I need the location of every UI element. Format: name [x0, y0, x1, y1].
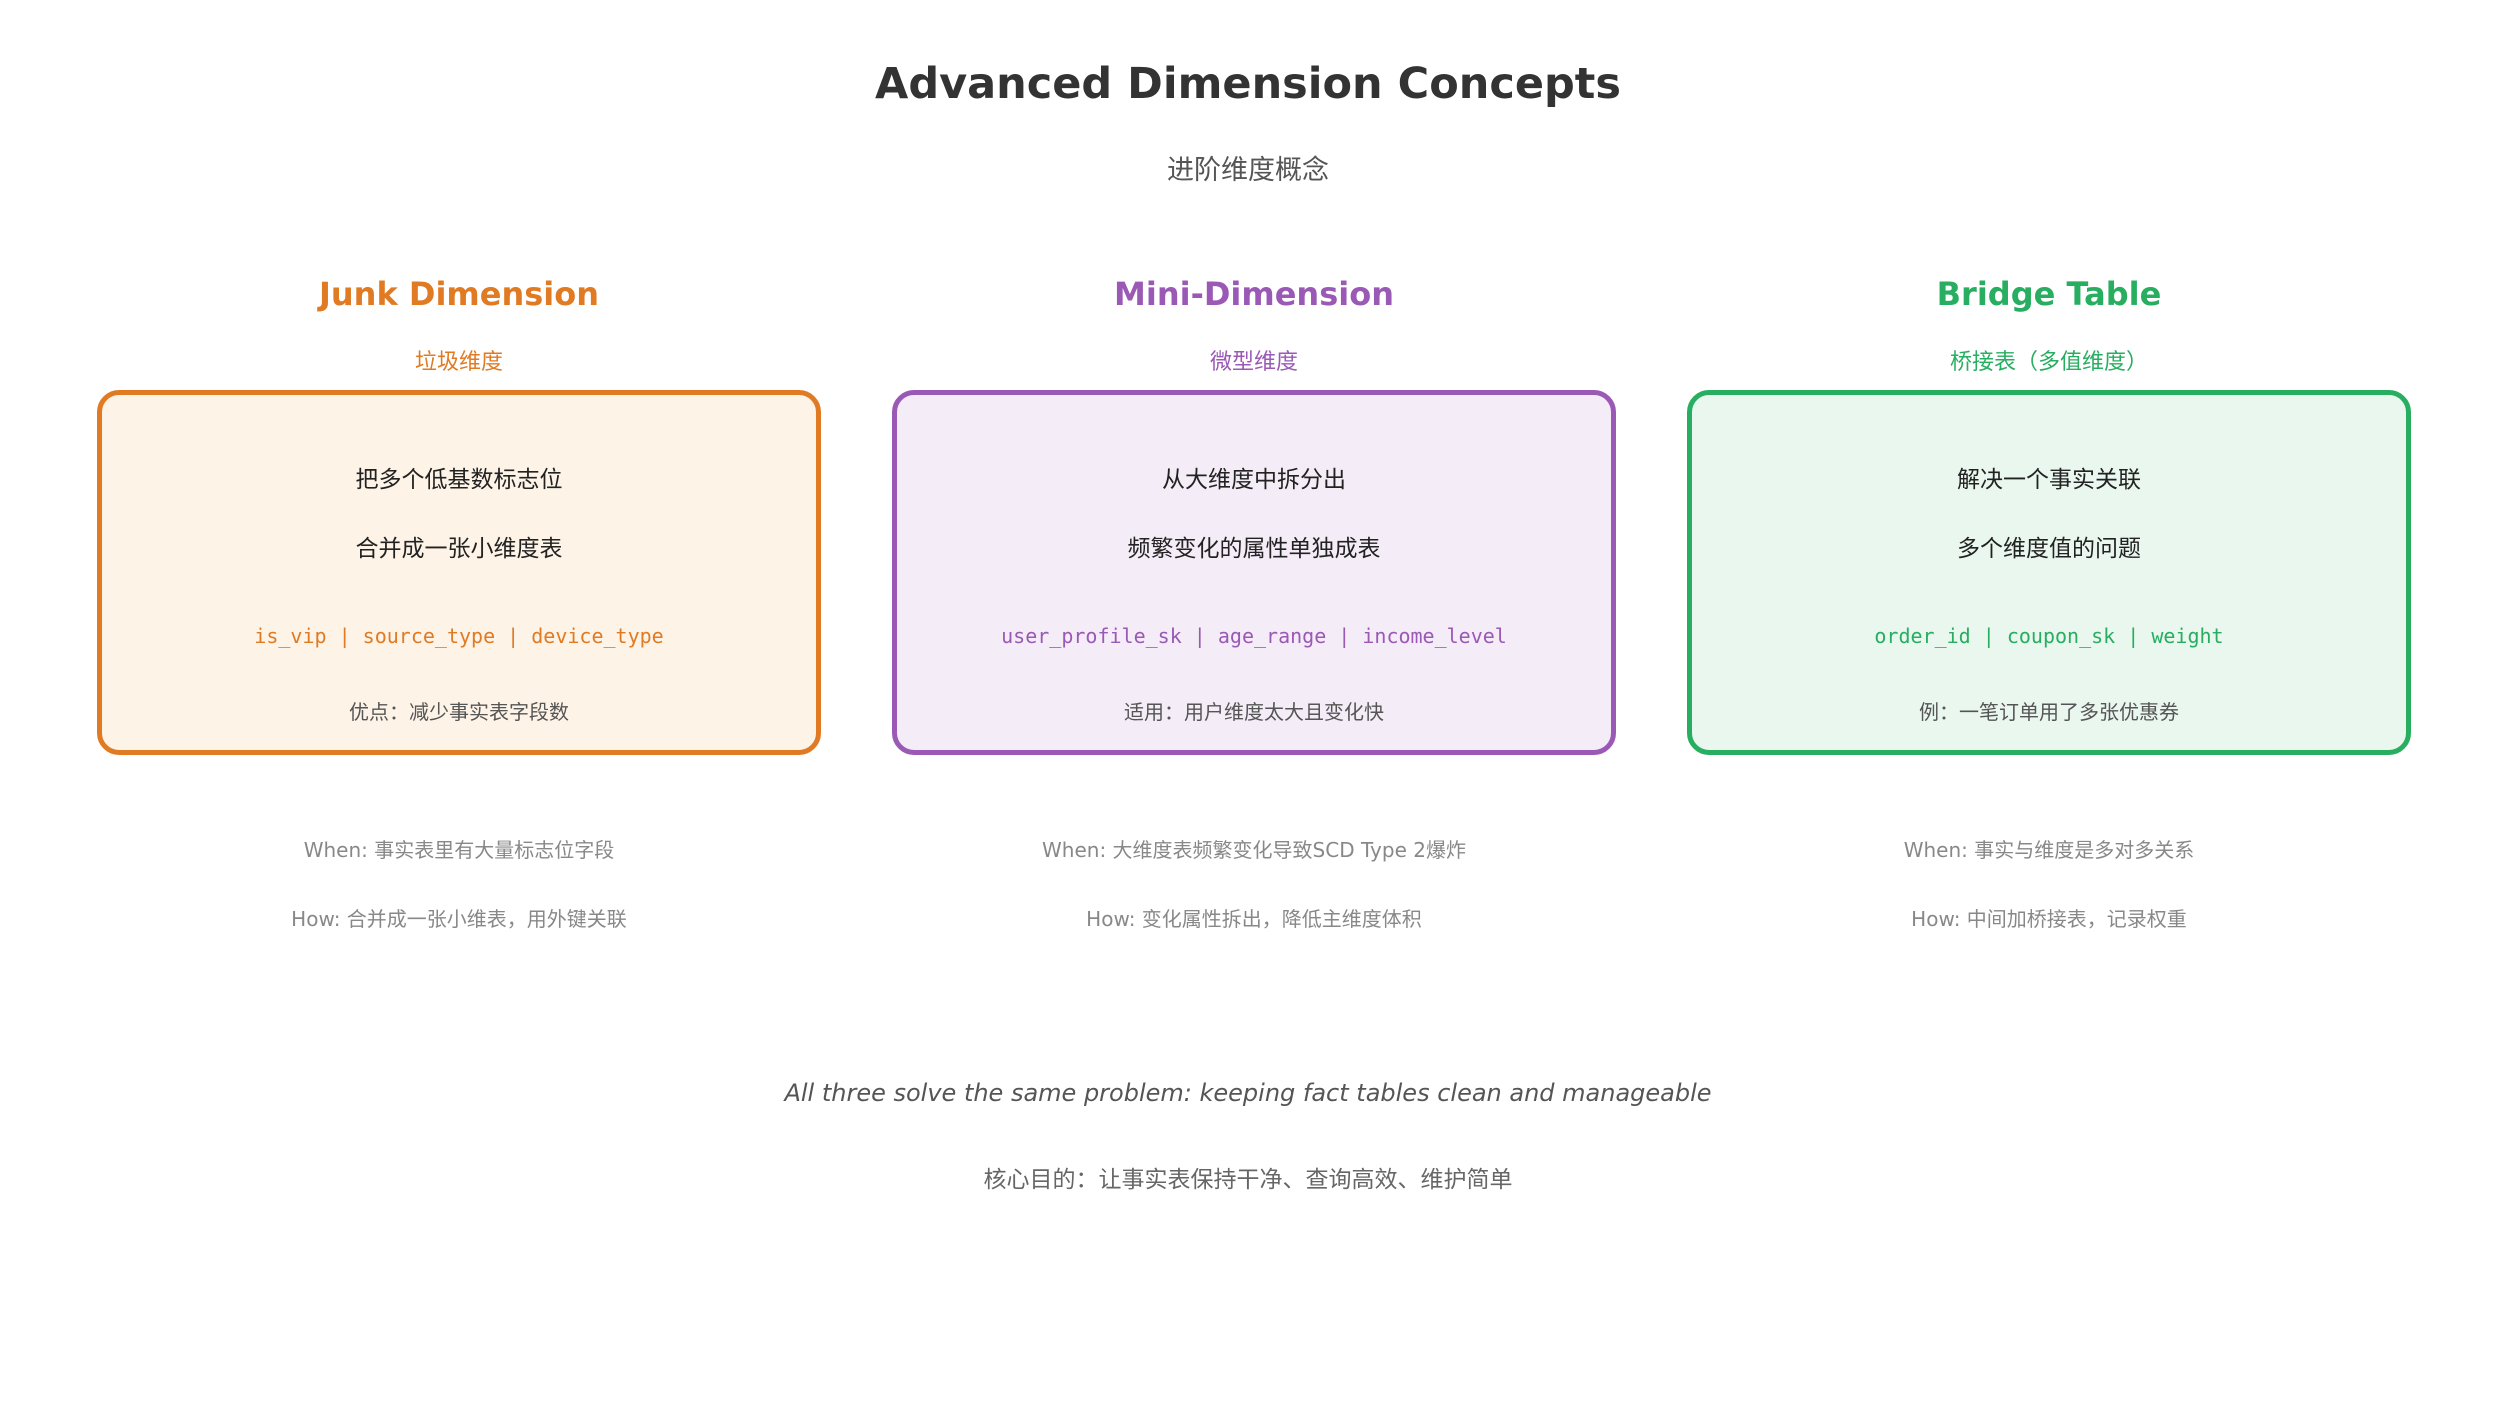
card-description-line-1: 解决一个事实关联 [1957, 467, 2141, 493]
concept-card: 把多个低基数标志位 合并成一张小维度表 is_vip | source_type… [97, 390, 821, 755]
card-note: 例：一笔订单用了多张优惠券 [1919, 700, 2179, 724]
column-when-text: When: 大维度表频繁变化导致SCD Type 2爆炸 [1042, 838, 1466, 862]
column-title: Mini-Dimension [1114, 275, 1394, 313]
card-description-line-1: 从大维度中拆分出 [1162, 467, 1346, 493]
footer-summary-chinese: 核心目的：让事实表保持干净、查询高效、维护简单 [983, 1167, 1513, 1193]
column-junk-dimension: Junk Dimension 垃圾维度 把多个低基数标志位 合并成一张小维度表 … [97, 0, 821, 1416]
footer-summary-english: All three solve the same problem: keepin… [784, 1079, 1712, 1107]
column-title: Junk Dimension [318, 275, 600, 313]
column-when-text: When: 事实与维度是多对多关系 [1903, 838, 2195, 862]
column-when-text: When: 事实表里有大量标志位字段 [303, 838, 615, 862]
card-code-fields: order_id | coupon_sk | weight [1874, 624, 2224, 648]
card-code-fields: is_vip | source_type | device_type [254, 624, 664, 648]
card-note: 适用：用户维度太大且变化快 [1124, 700, 1384, 724]
card-description-line-2: 多个维度值的问题 [1957, 536, 2141, 562]
column-bridge-table: Bridge Table 桥接表（多值维度） 解决一个事实关联 多个维度值的问题… [1687, 0, 2411, 1416]
card-description-line-1: 把多个低基数标志位 [355, 467, 563, 493]
column-how-text: How: 合并成一张小维表，用外键关联 [291, 907, 627, 931]
page-title: Advanced Dimension Concepts [875, 59, 1621, 109]
column-title: Bridge Table [1936, 275, 2162, 313]
column-subtitle: 微型维度 [1209, 350, 1298, 375]
column-subtitle: 桥接表（多值维度） [1949, 350, 2148, 375]
card-description-line-2: 频繁变化的属性单独成表 [1127, 536, 1381, 562]
column-how-text: How: 中间加桥接表，记录权重 [1911, 907, 2187, 931]
card-code-fields: user_profile_sk | age_range | income_lev… [1001, 624, 1507, 648]
card-description-line-2: 合并成一张小维度表 [355, 536, 563, 562]
concept-card: 从大维度中拆分出 频繁变化的属性单独成表 user_profile_sk | a… [892, 390, 1616, 755]
column-how-text: How: 变化属性拆出，降低主维度体积 [1086, 907, 1422, 931]
card-note: 优点：减少事实表字段数 [349, 700, 569, 724]
column-mini-dimension: Mini-Dimension 微型维度 从大维度中拆分出 频繁变化的属性单独成表… [892, 0, 1616, 1416]
page-subtitle: 进阶维度概念 [1167, 155, 1329, 186]
concept-card: 解决一个事实关联 多个维度值的问题 order_id | coupon_sk |… [1687, 390, 2411, 755]
column-subtitle: 垃圾维度 [414, 350, 503, 375]
